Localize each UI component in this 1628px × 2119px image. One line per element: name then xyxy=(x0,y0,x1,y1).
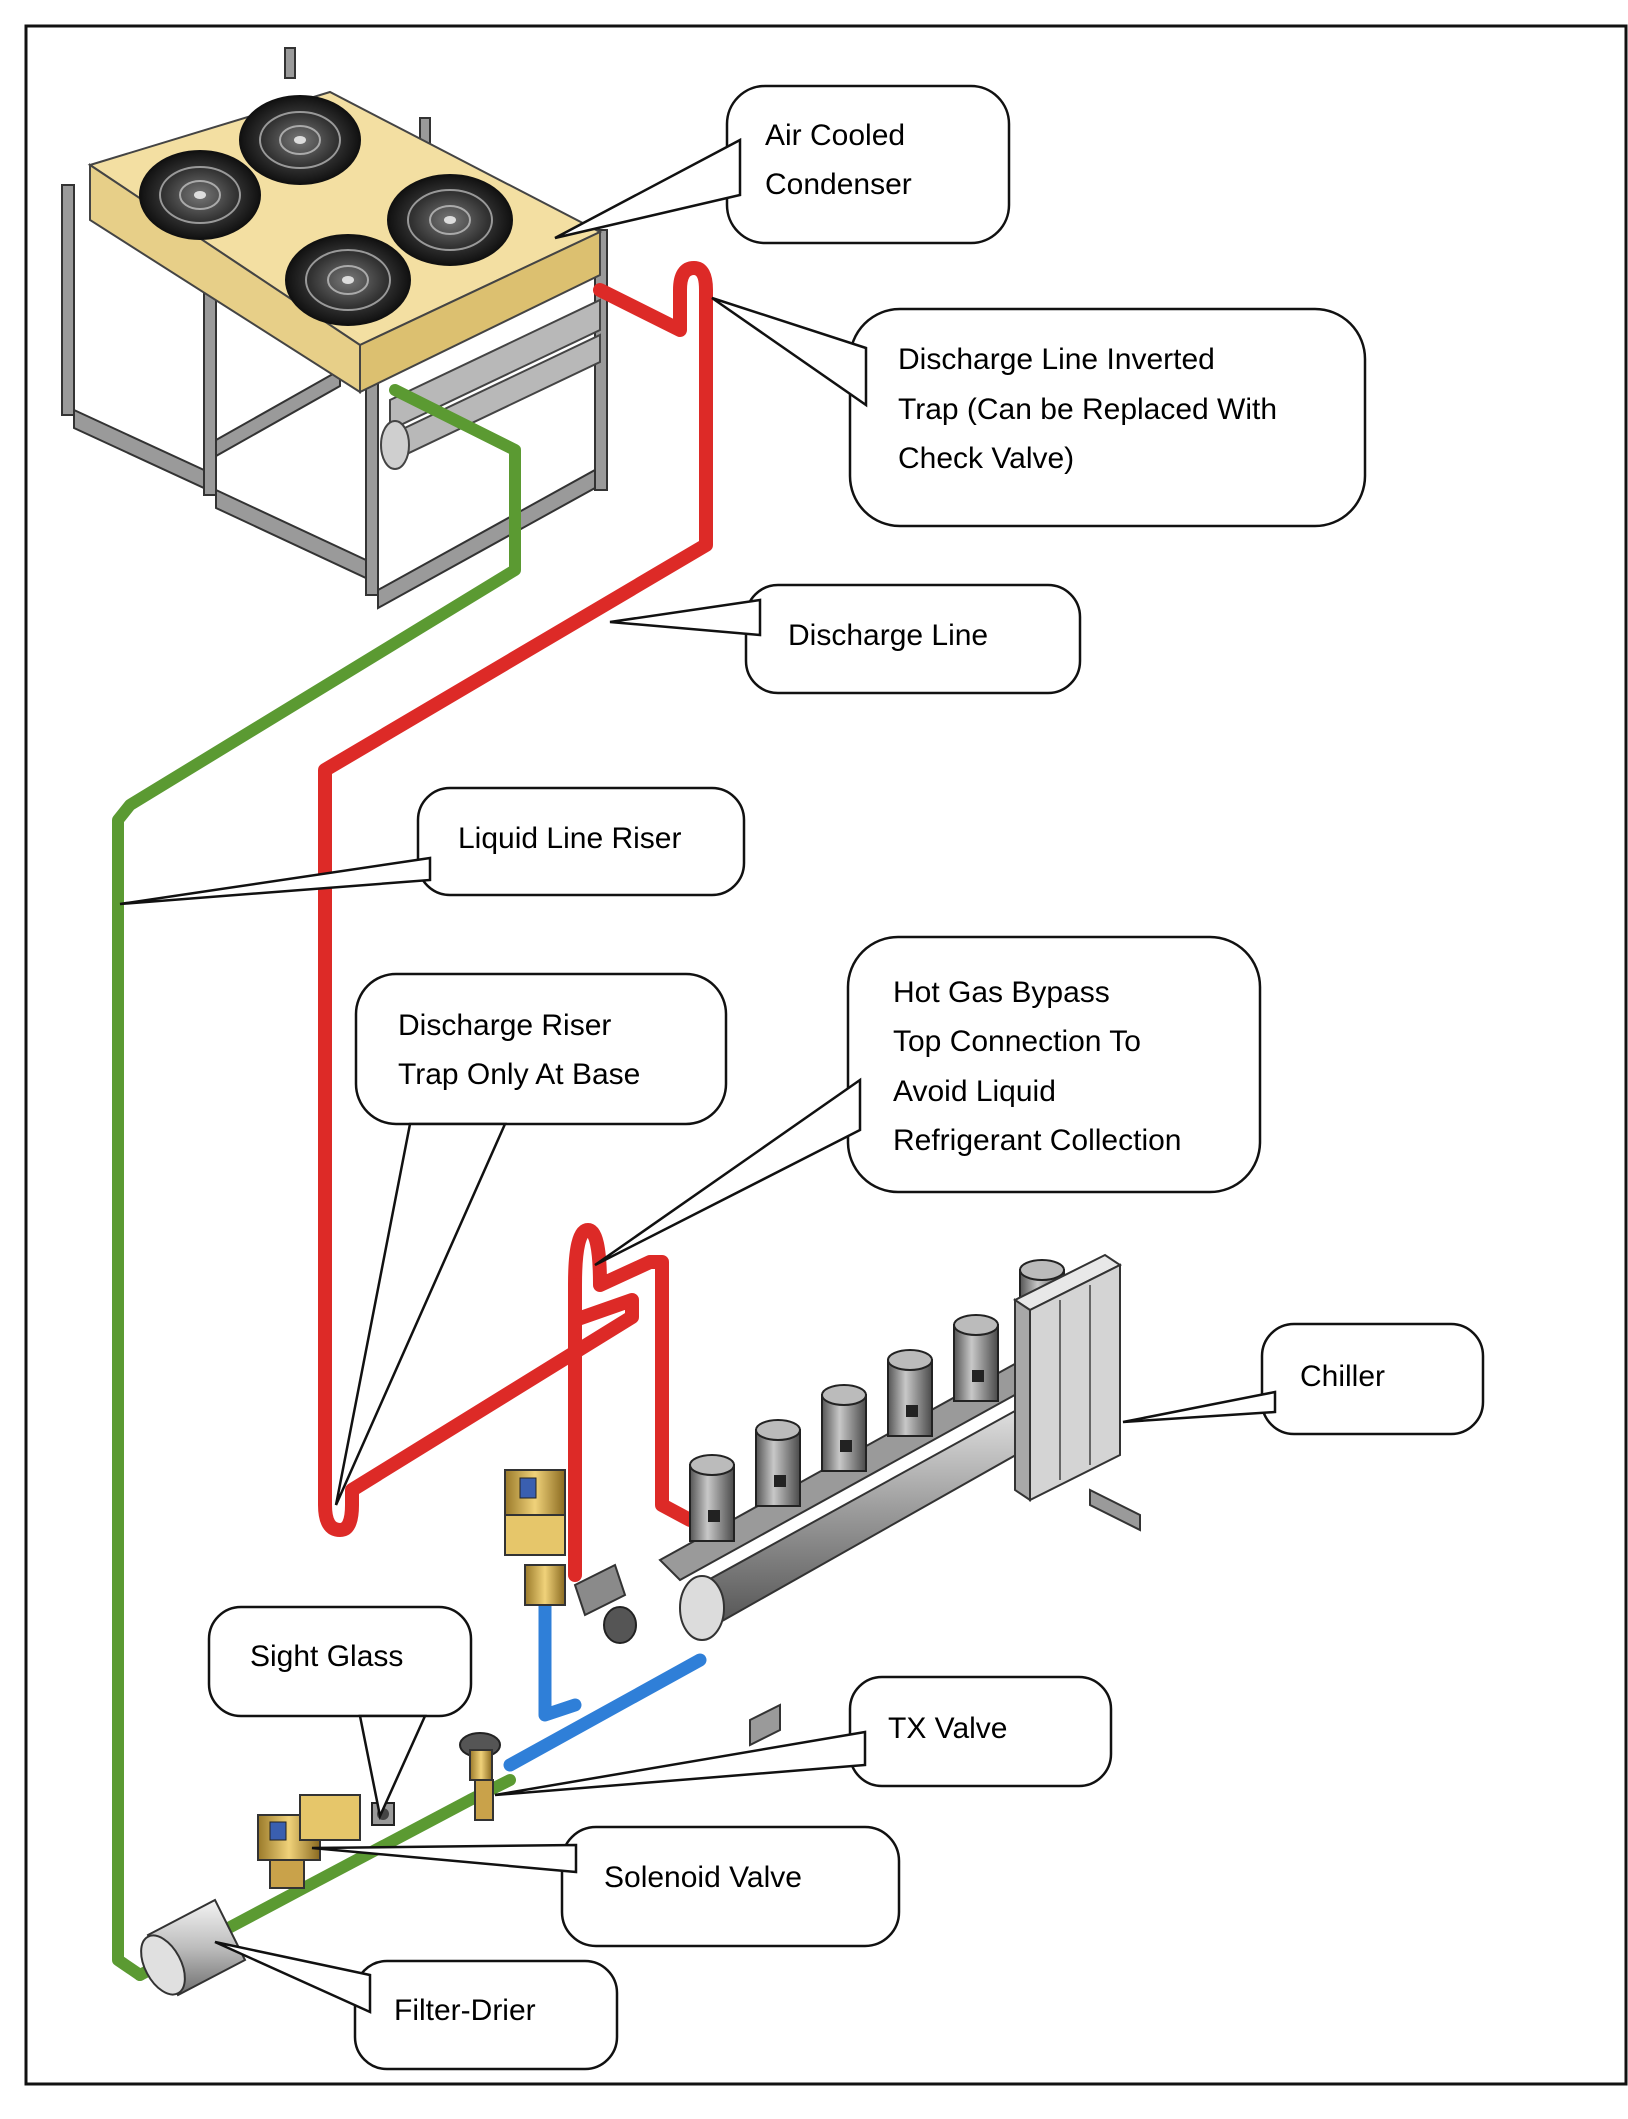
liquid-solenoid-valve xyxy=(257,1794,361,1889)
compressor-5 xyxy=(953,1314,999,1402)
discharge-line xyxy=(318,261,713,1582)
callout-hot-gas-bypass: Hot Gas Bypass Top Connection To Avoid L… xyxy=(594,935,1262,1267)
callout-text: Avoid Liquid xyxy=(893,1075,1056,1108)
callout-discharge-riser: Discharge Riser Trap Only At Base xyxy=(334,972,728,1506)
callout-text: Solenoid Valve xyxy=(604,1861,802,1894)
callout-text: Refrigerant Collection xyxy=(893,1124,1181,1157)
filter-drier xyxy=(140,1898,247,1997)
callout-text: Filter-Drier xyxy=(394,1994,536,2027)
compressor-4 xyxy=(887,1349,933,1437)
callout-text: Liquid Line Riser xyxy=(458,822,681,855)
suction-line xyxy=(503,1598,707,1772)
callout-tx-valve: TX Valve xyxy=(494,1675,1113,1797)
condenser-coil xyxy=(380,298,601,470)
callout-text: Trap (Can be Replaced With xyxy=(898,393,1277,426)
condenser-fan-2 xyxy=(139,150,261,240)
compressor-2 xyxy=(755,1419,801,1507)
compressor-3 xyxy=(821,1384,867,1472)
condenser-side xyxy=(359,230,601,394)
callout-text: Check Valve) xyxy=(898,442,1074,475)
callout-discharge-line: Discharge Line xyxy=(609,583,1082,695)
condenser-fan-4 xyxy=(285,234,411,326)
callout-text: Sight Glass xyxy=(250,1640,403,1673)
callout-text: Top Connection To xyxy=(893,1025,1141,1058)
callout-sight-glass: Sight Glass xyxy=(207,1605,473,1821)
callout-text: TX Valve xyxy=(888,1712,1008,1745)
callout-text: Condenser xyxy=(765,168,912,201)
callout-inverted-trap: Discharge Line Inverted Trap (Can be Rep… xyxy=(711,296,1367,528)
callout-filter-drier: Filter-Drier xyxy=(214,1940,619,2071)
plate-heat-exchanger xyxy=(1013,1253,1122,1502)
callout-text: Discharge Riser xyxy=(398,1009,611,1042)
condenser-fan-3 xyxy=(387,174,513,266)
callout-text: Air Cooled xyxy=(765,119,905,152)
tx-valve xyxy=(459,1732,501,1821)
callout-text: Discharge Line xyxy=(788,619,988,652)
hot-gas-solenoid-valve xyxy=(504,1469,566,1556)
air-cooled-condenser xyxy=(61,47,608,610)
callout-solenoid-valve: Solenoid Valve xyxy=(311,1825,901,1948)
callout-text: Chiller xyxy=(1300,1360,1385,1393)
callout-liquid-line-riser: Liquid Line Riser xyxy=(119,786,746,906)
callout-text: Trap Only At Base xyxy=(398,1058,640,1091)
callout-chiller: Chiller xyxy=(1122,1322,1485,1436)
condenser-fan-1 xyxy=(239,95,361,185)
callout-text: Hot Gas Bypass xyxy=(893,976,1110,1009)
callout-text: Discharge Line Inverted xyxy=(898,343,1215,376)
page-frame xyxy=(24,24,1628,2086)
chiller-unit xyxy=(658,1253,1141,1747)
hot-gas-bypass-regulator xyxy=(524,1563,637,1644)
callout-air-cooled-condenser: Air Cooled Condenser xyxy=(554,84,1011,245)
compressor-1 xyxy=(689,1454,735,1542)
